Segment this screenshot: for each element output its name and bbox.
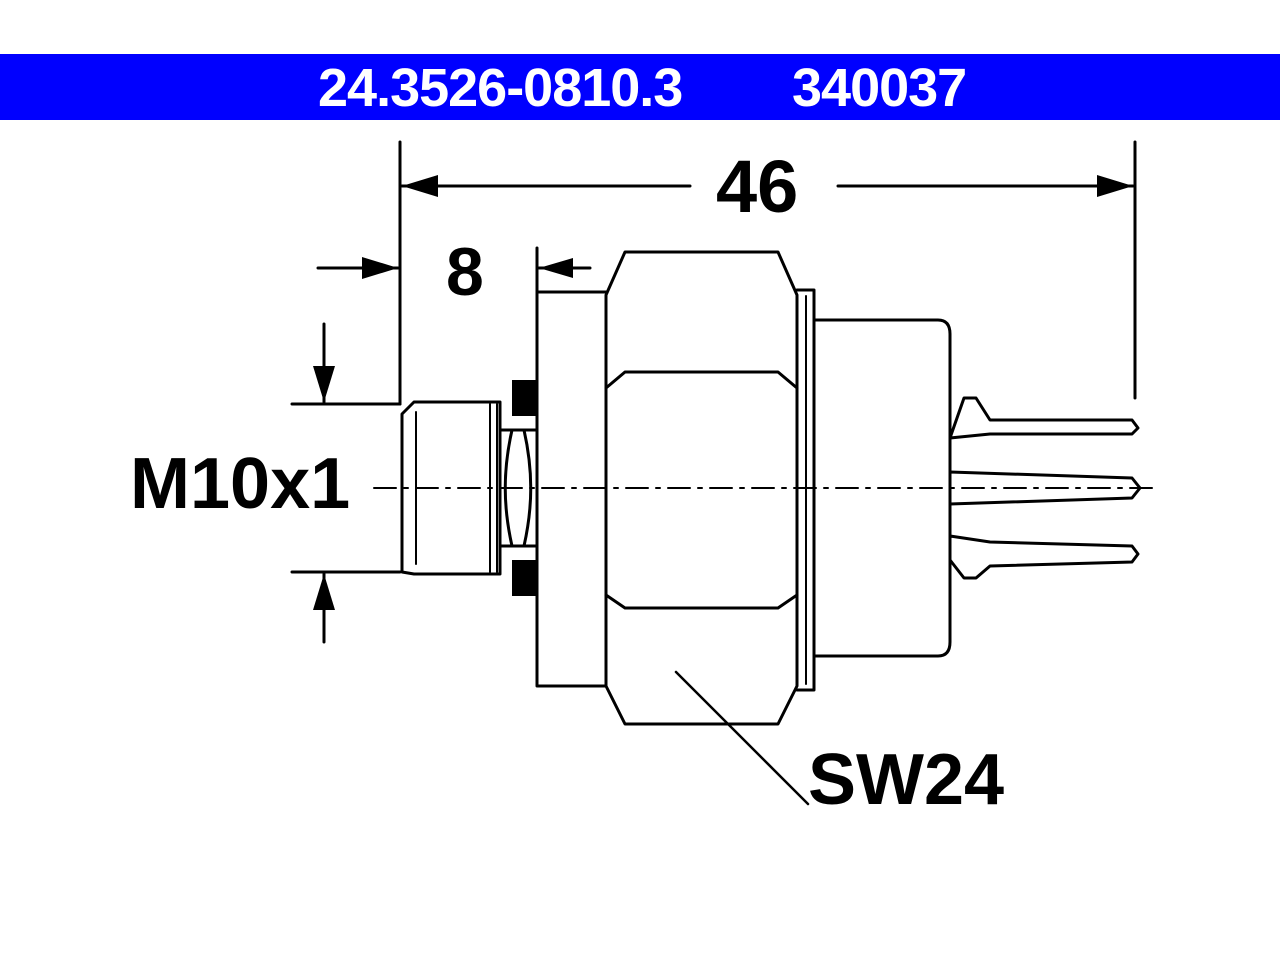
dimension-line-thread xyxy=(290,322,402,644)
reference-number: 340037 xyxy=(792,58,967,118)
leader-line-sw xyxy=(674,670,810,806)
dimension-line-46 xyxy=(400,175,1135,197)
dimension-line-8 xyxy=(316,257,592,279)
collar-ring xyxy=(795,288,816,692)
flange xyxy=(535,290,608,688)
header-bar xyxy=(0,54,1280,120)
terminal-pin-top xyxy=(948,396,1140,440)
wrench-size-label: SW24 xyxy=(808,740,1005,820)
thread-spec-label: M10x1 xyxy=(130,444,351,524)
overall-length-label: 46 xyxy=(716,145,799,228)
terminal-pin-bottom xyxy=(948,534,1140,580)
terminal-pin-middle xyxy=(948,470,1142,506)
seal-ring xyxy=(512,380,536,596)
thread-length-label: 8 xyxy=(446,234,484,310)
part-number: 24.3526-0810.3 xyxy=(318,58,683,118)
hex-nut xyxy=(604,250,799,726)
